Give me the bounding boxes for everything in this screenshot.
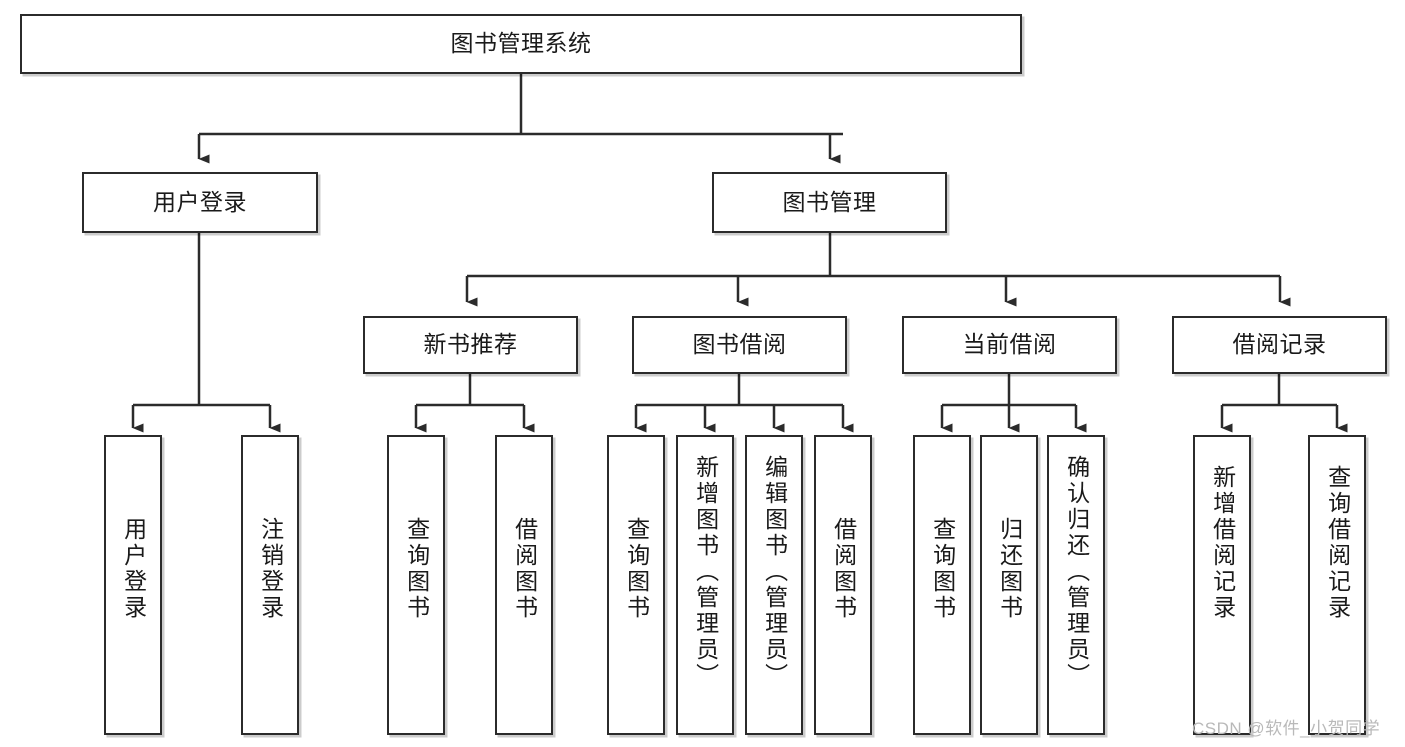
node-label: 查询借阅记录 <box>1324 465 1351 621</box>
node-label: 归还图书 <box>996 517 1023 621</box>
node-leaf-confirm-return-admin[interactable]: 确认归还（管理员） <box>1047 435 1105 735</box>
node-leaf-query-book-recommend[interactable]: 查询图书 <box>387 435 445 735</box>
node-book-borrow[interactable]: 图书借阅 <box>632 316 847 374</box>
node-label: 编辑图书（管理员） <box>761 455 788 689</box>
node-new-book-recommend[interactable]: 新书推荐 <box>363 316 578 374</box>
node-label: 查询图书 <box>623 517 650 621</box>
watermark-text: CSDN @软件_小贺同学 <box>1192 719 1381 738</box>
node-label: 用户登录 <box>120 517 147 621</box>
node-leaf-logout[interactable]: 注销登录 <box>241 435 299 735</box>
node-borrow-records[interactable]: 借阅记录 <box>1172 316 1387 374</box>
node-leaf-query-book-borrow[interactable]: 查询图书 <box>607 435 665 735</box>
node-label: 注销登录 <box>257 517 284 621</box>
node-label: 用户登录 <box>153 188 247 215</box>
node-label: 当前借阅 <box>962 331 1057 358</box>
node-label: 图书管理系统 <box>450 30 592 57</box>
node-current-borrow[interactable]: 当前借阅 <box>902 316 1117 374</box>
node-label: 查询图书 <box>403 517 430 621</box>
node-leaf-edit-book-admin[interactable]: 编辑图书（管理员） <box>745 435 803 735</box>
node-leaf-query-book-current[interactable]: 查询图书 <box>913 435 971 735</box>
node-leaf-user-login[interactable]: 用户登录 <box>104 435 162 735</box>
node-label: 新增借阅记录 <box>1209 465 1236 621</box>
node-label: 新增图书（管理员） <box>692 455 719 689</box>
node-label: 图书管理 <box>782 188 877 215</box>
node-label: 借阅图书 <box>511 517 538 621</box>
node-label: 查询图书 <box>929 517 956 621</box>
node-label: 借阅记录 <box>1232 331 1327 358</box>
node-root-system[interactable]: 图书管理系统 <box>20 14 1022 74</box>
node-label: 确认归还（管理员） <box>1063 455 1090 689</box>
node-label: 借阅图书 <box>830 517 857 621</box>
node-leaf-add-borrow-record[interactable]: 新增借阅记录 <box>1193 435 1251 735</box>
node-leaf-add-book-admin[interactable]: 新增图书（管理员） <box>676 435 734 735</box>
node-leaf-borrow-book[interactable]: 借阅图书 <box>814 435 872 735</box>
node-leaf-return-book[interactable]: 归还图书 <box>980 435 1038 735</box>
node-label: 图书借阅 <box>692 331 787 358</box>
node-leaf-borrow-book-recommend[interactable]: 借阅图书 <box>495 435 553 735</box>
node-label: 新书推荐 <box>423 331 518 358</box>
node-user-login[interactable]: 用户登录 <box>82 172 318 233</box>
node-leaf-query-borrow-record[interactable]: 查询借阅记录 <box>1308 435 1366 735</box>
node-book-management[interactable]: 图书管理 <box>712 172 947 233</box>
